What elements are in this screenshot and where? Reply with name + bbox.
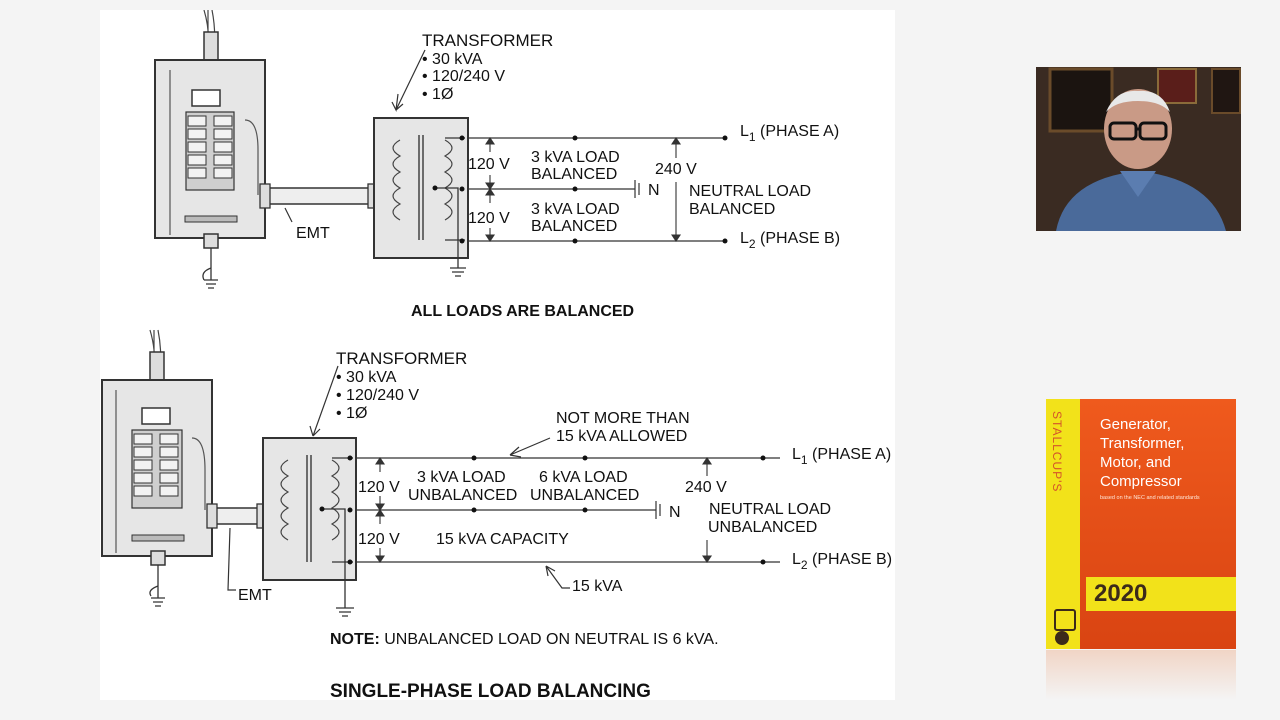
neutral-load-line1: NEUTRAL LOAD xyxy=(689,183,811,200)
publisher-logo-icon xyxy=(1054,609,1076,631)
book-cover: STALLCUP'S Generator, Transformer, Motor… xyxy=(1046,399,1236,649)
load-b-line1: 6 kVA LOAD xyxy=(539,469,628,486)
bottom-diagram: EMT TRANSFORMER • 30 kVA • 120/240 V • 1… xyxy=(101,329,892,700)
emt-raceway-top xyxy=(259,183,379,223)
limit-line2: 15 kVA ALLOWED xyxy=(556,428,687,445)
panelboard-top xyxy=(154,59,266,289)
l2-label: L2 (PHASE B) xyxy=(740,230,840,251)
top-caption: ALL LOADS ARE BALANCED xyxy=(411,303,634,320)
neutral-load-line1-bottom: NEUTRAL LOAD xyxy=(709,501,831,518)
conductors-bottom xyxy=(356,457,780,563)
emt-label-bottom: EMT xyxy=(238,587,272,604)
transformer-spec-kva: • 30 kVA xyxy=(422,51,483,68)
emt-raceway-bottom xyxy=(206,503,268,591)
voltage-total: 240 V xyxy=(655,161,697,178)
book-spine-text: STALLCUP'S xyxy=(1050,411,1064,493)
voltage-lower: 120 V xyxy=(468,210,510,227)
neutral-load-line2-bottom: UNBALANCED xyxy=(708,519,817,536)
slide: EMT TRANSFORMER • 30 kVA • 120/240 V • 1… xyxy=(100,10,895,700)
l1-label-bottom: L1 (PHASE A) xyxy=(792,446,891,467)
note: NOTE: UNBALANCED LOAD ON NEUTRAL IS 6 kV… xyxy=(330,631,719,648)
conductors-top xyxy=(468,137,725,242)
book-reflection xyxy=(1046,650,1236,700)
presenter-image xyxy=(1036,67,1241,231)
neutral-label: N xyxy=(648,182,660,199)
transformer-spec-voltage-bottom: • 120/240 V xyxy=(336,387,419,404)
voltage-lower-bottom: 120 V xyxy=(358,531,400,548)
transformer-top xyxy=(373,117,469,277)
load-lower-line1: 3 kVA LOAD xyxy=(531,201,620,218)
neutral-label-bottom: N xyxy=(669,504,681,521)
year-band xyxy=(1086,577,1236,611)
transformer-spec-phase-bottom: • 1Ø xyxy=(336,405,367,422)
load-upper-line2: BALANCED xyxy=(531,166,617,183)
voltage-upper-bottom: 120 V xyxy=(358,479,400,496)
transformer-spec-kva-bottom: • 30 kVA xyxy=(336,369,397,386)
load-upper-line1: 3 kVA LOAD xyxy=(531,149,620,166)
limit-line1: NOT MORE THAN xyxy=(556,410,690,427)
transformer-spec-phase: • 1Ø xyxy=(422,86,453,103)
l2-label-bottom: L2 (PHASE B) xyxy=(792,551,892,572)
diagram-title: SINGLE-PHASE LOAD BALANCING xyxy=(330,681,651,700)
voltage-total-bottom: 240 V xyxy=(685,479,727,496)
load-a-line2: UNBALANCED xyxy=(408,487,517,504)
book-subtitle: based on the NEC and related standards xyxy=(1100,495,1200,501)
panelboard-bottom xyxy=(101,379,213,607)
book-spine: STALLCUP'S xyxy=(1046,399,1080,649)
voltage-upper: 120 V xyxy=(468,156,510,173)
transformer-title: TRANSFORMER xyxy=(422,31,553,50)
bottom-kva-label: 15 kVA xyxy=(572,578,623,595)
book-year: 2020 xyxy=(1094,580,1148,607)
load-b-line2: UNBALANCED xyxy=(530,487,639,504)
l1-label: L1 (PHASE A) xyxy=(740,123,839,144)
neutral-load-line2: BALANCED xyxy=(689,201,775,218)
seal-icon xyxy=(1055,631,1069,645)
emt-label: EMT xyxy=(296,225,330,242)
book-title: Generator, Transformer, Motor, and Compr… xyxy=(1100,416,1185,490)
capacity-label: 15 kVA CAPACITY xyxy=(436,531,569,548)
transformer-spec-voltage: • 120/240 V xyxy=(422,68,505,85)
book-front: Generator, Transformer, Motor, and Compr… xyxy=(1080,399,1236,649)
presenter-webcam xyxy=(1036,67,1241,231)
top-diagram: EMT TRANSFORMER • 30 kVA • 120/240 V • 1… xyxy=(154,10,840,320)
load-a-line1: 3 kVA LOAD xyxy=(417,469,506,486)
transformer-title-bottom: TRANSFORMER xyxy=(336,349,467,368)
load-balancing-diagram: EMT TRANSFORMER • 30 kVA • 120/240 V • 1… xyxy=(101,10,892,700)
load-lower-line2: BALANCED xyxy=(531,218,617,235)
transformer-bottom xyxy=(262,437,357,617)
